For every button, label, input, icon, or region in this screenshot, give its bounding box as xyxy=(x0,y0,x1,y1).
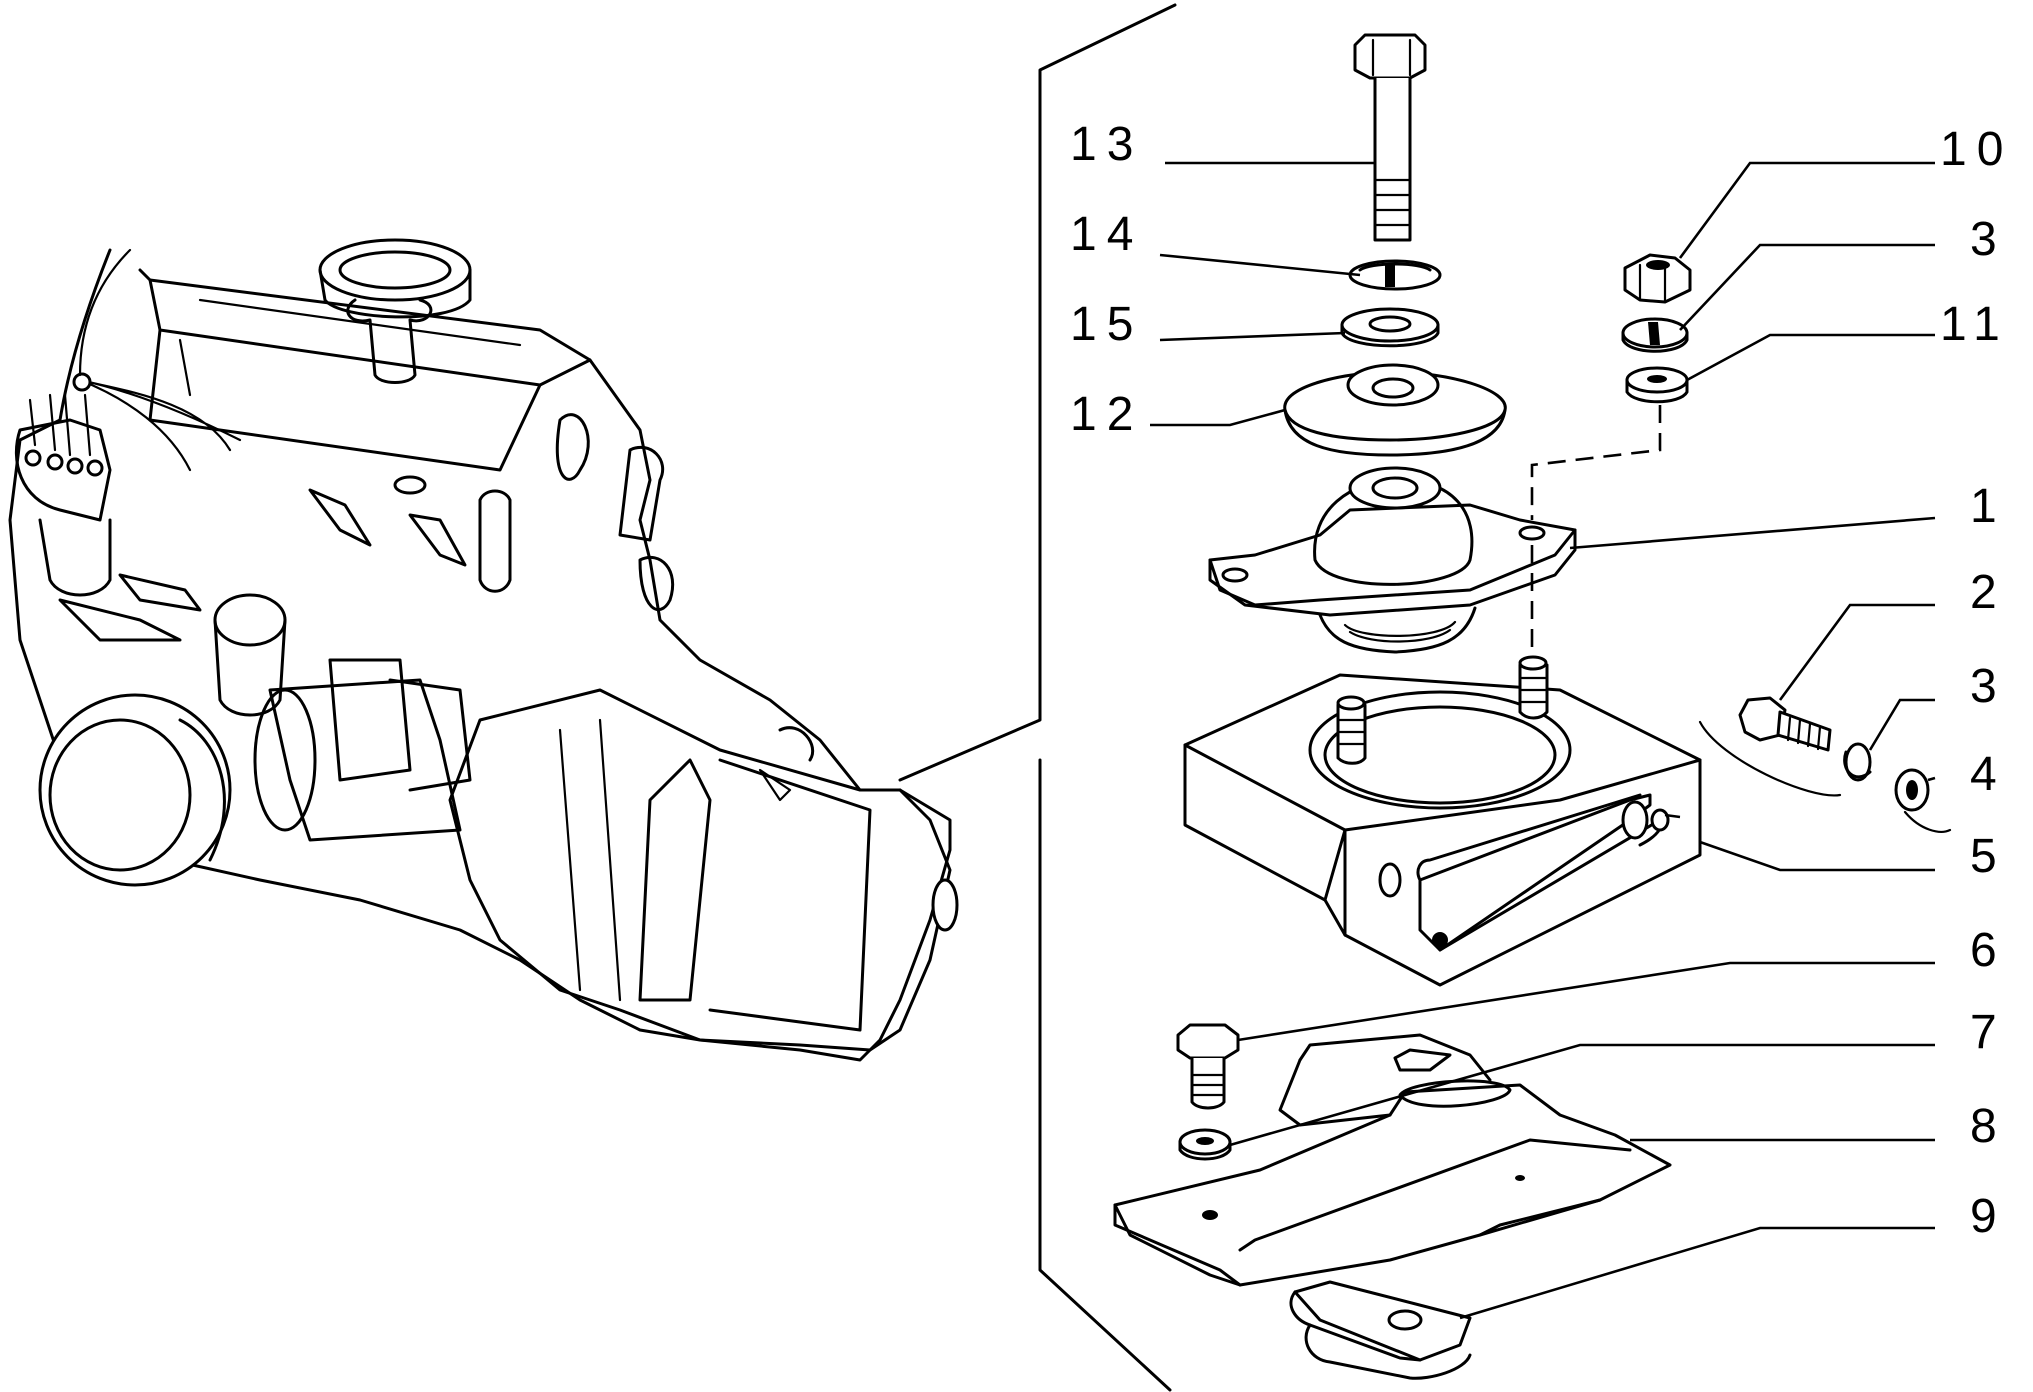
callout-1: 1 xyxy=(1970,480,2007,533)
spacer-11 xyxy=(1625,366,1689,404)
bracket-plate-8 xyxy=(1113,1033,1672,1287)
callout-13: 13 xyxy=(1070,118,1143,171)
leader-lines xyxy=(1150,161,1936,1320)
callout-14: 14 xyxy=(1070,208,1143,261)
bolt-13 xyxy=(1353,33,1427,242)
split-washer-14 xyxy=(1348,259,1442,291)
mounting-block-5 xyxy=(1183,655,1702,987)
flat-washer-15 xyxy=(1340,307,1440,348)
washer-4 xyxy=(1894,768,1930,812)
assembly-dash-line-top xyxy=(1530,405,1662,520)
clip-9 xyxy=(1289,1280,1472,1380)
callout-8: 8 xyxy=(1970,1100,2007,1153)
callout-3-top: 3 xyxy=(1970,213,2007,266)
callout-12: 12 xyxy=(1070,388,1143,441)
callout-4: 4 xyxy=(1970,748,2007,801)
callout-9: 9 xyxy=(1970,1190,2007,1243)
detail-bracket xyxy=(898,3,1177,1392)
rubber-mount-1 xyxy=(1208,466,1577,654)
callout-5: 5 xyxy=(1970,830,2007,883)
spring-washer-3-top xyxy=(1621,317,1689,353)
washer-7 xyxy=(1178,1128,1232,1161)
callout-6: 6 xyxy=(1970,924,2007,977)
dish-washer-12 xyxy=(1283,363,1507,457)
callout-3-lower: 3 xyxy=(1970,660,2007,713)
callout-10: 10 xyxy=(1940,123,2013,176)
nut-10 xyxy=(1623,253,1692,304)
callout-numbers: 13 14 15 12 10 3 11 1 2 3 4 5 6 7 8 9 xyxy=(1070,118,2013,1243)
bolt-axis-line xyxy=(1698,720,1952,833)
bolt-6 xyxy=(1176,1023,1240,1110)
spring-washer-3-lower xyxy=(1843,742,1872,782)
callout-15: 15 xyxy=(1070,298,1143,351)
callout-7: 7 xyxy=(1970,1006,2007,1059)
engine-gearbox-assembly xyxy=(8,238,959,1062)
bolt-2 xyxy=(1738,696,1832,752)
callout-2: 2 xyxy=(1970,566,2007,619)
callout-11: 11 xyxy=(1940,298,2010,351)
